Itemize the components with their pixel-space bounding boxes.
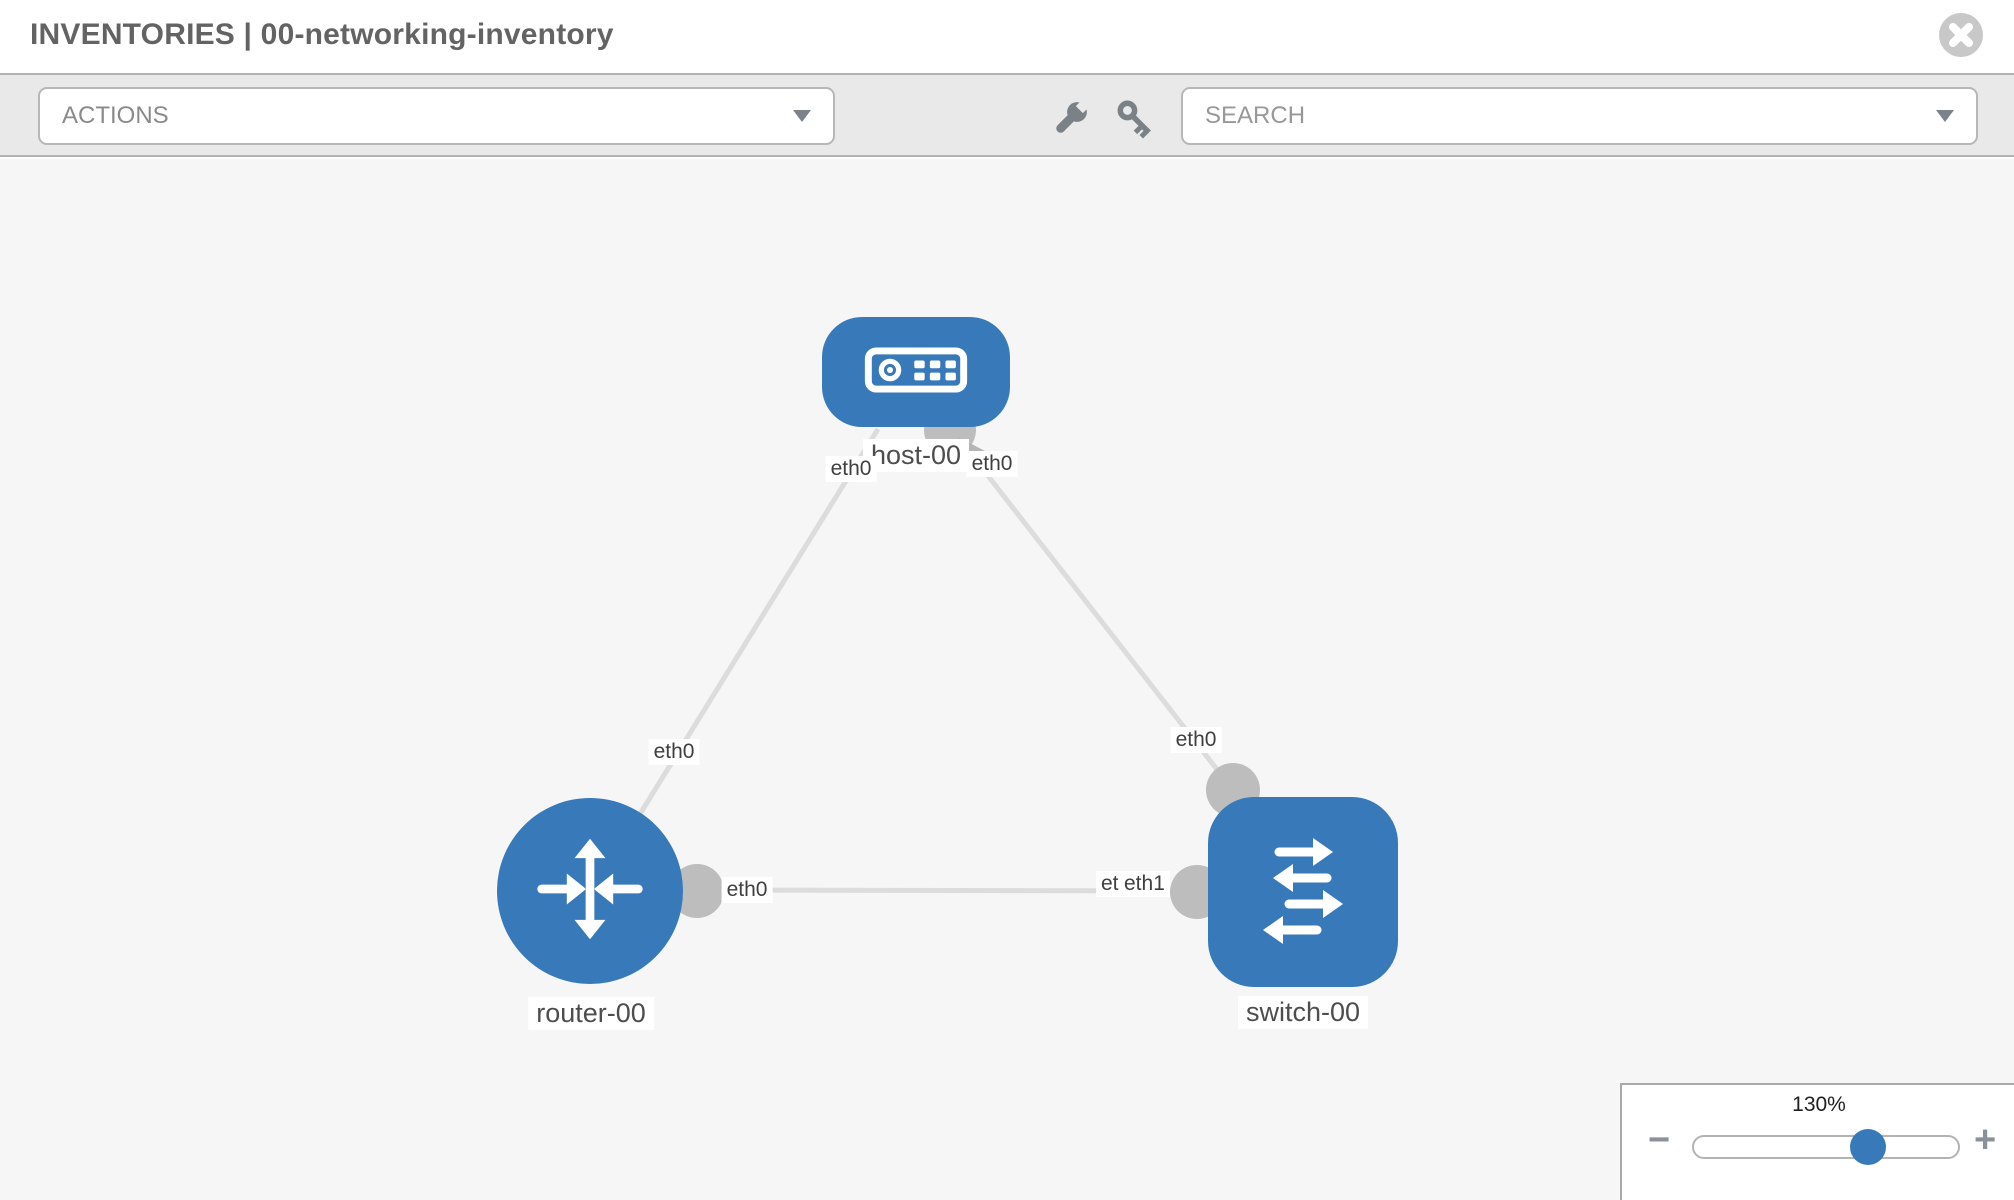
interface-label-host-eth0-left: eth0: [825, 456, 877, 482]
zoom-slider-knob[interactable]: [1850, 1129, 1886, 1165]
wrench-icon: [1048, 99, 1092, 144]
search-dropdown[interactable]: SEARCH: [1181, 87, 1978, 145]
interface-label-host-eth0-right: eth0: [966, 451, 1018, 477]
close-icon: [1938, 13, 1984, 61]
page-title: INVENTORIES | 00-networking-inventory: [30, 18, 614, 51]
credentials-button[interactable]: [1114, 97, 1158, 141]
node-router-00[interactable]: [497, 798, 683, 984]
router-icon: [532, 831, 648, 952]
zoom-slider-track[interactable]: [1692, 1129, 1960, 1165]
close-button[interactable]: [1938, 12, 1984, 58]
key-icon: [1114, 100, 1158, 144]
host-icon: [864, 342, 968, 403]
switch-icon: [1243, 830, 1363, 955]
actions-dropdown[interactable]: ACTIONS: [38, 87, 835, 145]
chevron-down-icon: [1936, 110, 1954, 122]
zoom-out-button[interactable]: −: [1648, 1119, 1671, 1161]
topology-edges: [637, 404, 1260, 919]
chevron-down-icon: [793, 110, 811, 122]
interface-label-switch-eth1: eth1: [1119, 871, 1170, 897]
node-label-host-00: host-00: [862, 439, 970, 472]
zoom-panel: 130% − +: [1620, 1083, 2014, 1200]
configure-button[interactable]: [1048, 97, 1092, 141]
node-switch-00[interactable]: [1208, 797, 1398, 987]
interface-label-router-eth0-uplink: eth0: [648, 739, 700, 765]
interface-label-router-eth0-right: eth0: [721, 877, 773, 903]
node-label-switch-00: switch-00: [1237, 996, 1369, 1029]
header: INVENTORIES | 00-networking-inventory: [0, 0, 2014, 73]
node-label-router-00: router-00: [528, 997, 654, 1030]
search-placeholder: SEARCH: [1205, 102, 1306, 129]
interface-label-switch-eth0: eth0: [1170, 727, 1222, 753]
router-interface-connector: [670, 864, 724, 918]
zoom-level-value: 130%: [1792, 1093, 1846, 1116]
topology-canvas[interactable]: host-00 router-00 switch-00 eth0 eth0 et…: [0, 159, 2014, 1200]
zoom-in-button[interactable]: +: [1974, 1119, 1997, 1161]
toolbar: ACTIONS S: [0, 73, 2014, 157]
node-host-00[interactable]: [822, 317, 1010, 427]
actions-dropdown-label: ACTIONS: [62, 102, 169, 129]
